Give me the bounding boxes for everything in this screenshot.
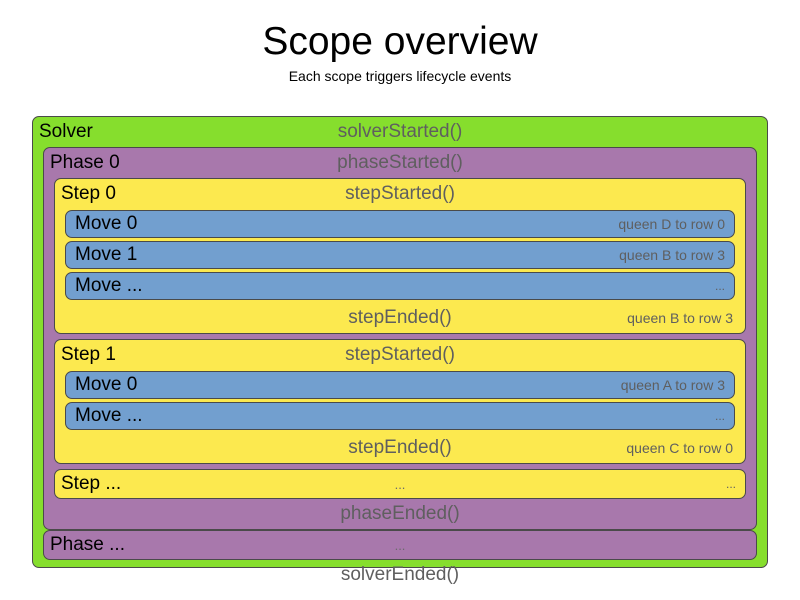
solver-started-event: solverStarted() (337, 121, 463, 142)
step-started-event: stepStarted() (345, 344, 455, 365)
solver-ended-event: solverEnded() (340, 564, 460, 585)
move-scope[interactable]: Move 1 queen B to row 3 (65, 241, 735, 269)
step-started-event: ... (394, 476, 406, 492)
step-scope-1[interactable]: Step 1 stepStarted() Move 0 queen A to r… (54, 339, 746, 464)
phase-scope-0[interactable]: Phase 0 phaseStarted() Step 0 stepStarte… (43, 147, 757, 530)
step-scope-collapsed[interactable]: Step ... ... ... (54, 469, 746, 499)
phase-started-event: ... (394, 537, 406, 553)
move-scope-label: Move 0 (75, 213, 138, 234)
page-subtitle: Each scope triggers lifecycle events (288, 67, 512, 84)
phase-scope-label: Phase 0 (50, 152, 120, 173)
phase-scope-collapsed[interactable]: Phase ... ... (43, 530, 757, 560)
move-scope-label: Move ... (75, 405, 143, 426)
phase-0-footer-row: phaseEnded() (50, 499, 750, 529)
solver-scope-label: Solver (39, 121, 93, 142)
step-0-header-row: Step 0 stepStarted() (61, 179, 739, 209)
step-1-moves-list: Move 0 queen A to row 3 Move ... ... (61, 370, 739, 430)
step-ended-result: ... (725, 477, 736, 491)
step-started-event: stepStarted() (345, 183, 455, 204)
page-header: Scope overview Each scope triggers lifec… (0, 0, 800, 84)
step-0-footer-row: stepEnded() queen B to row 3 (61, 303, 739, 333)
page-title: Scope overview (262, 20, 538, 63)
move-scope-label: Move 1 (75, 244, 138, 265)
phase-started-event: phaseStarted() (337, 152, 463, 173)
move-scope-collapsed[interactable]: Move ... ... (65, 402, 735, 430)
move-detail: ... (714, 279, 725, 293)
step-0-moves-list: Move 0 queen D to row 0 Move 1 queen B t… (61, 209, 739, 300)
move-detail: queen D to row 0 (618, 216, 725, 232)
step-1-footer-row: stepEnded() queen C to row 0 (61, 433, 739, 463)
move-detail: queen A to row 3 (620, 377, 725, 393)
solver-header-row: Solver solverStarted() (39, 117, 761, 147)
step-1-header-row: Step 1 stepStarted() (61, 340, 739, 370)
phase-0-header-row: Phase 0 phaseStarted() (50, 148, 750, 178)
move-scope-label: Move 0 (75, 374, 138, 395)
solver-footer-row: solverEnded() (39, 560, 761, 590)
scope-overview-diagram: Solver solverStarted() Phase 0 phaseStar… (32, 116, 768, 585)
move-detail: ... (714, 409, 725, 423)
step-scope-label: Step 1 (61, 344, 116, 365)
move-scope[interactable]: Move 0 queen A to row 3 (65, 371, 735, 399)
solver-scope[interactable]: Solver solverStarted() Phase 0 phaseStar… (32, 116, 768, 585)
step-ended-result: queen B to row 3 (627, 310, 733, 326)
move-detail: queen B to row 3 (619, 247, 725, 263)
move-scope-collapsed[interactable]: Move ... ... (65, 272, 735, 300)
step-scope-label: Step ... (61, 473, 122, 494)
move-scope-label: Move ... (75, 275, 143, 296)
step-scope-0[interactable]: Step 0 stepStarted() Move 0 queen D to r… (54, 178, 746, 334)
step-scope-label: Step 0 (61, 183, 116, 204)
phase-ended-event: phaseEnded() (340, 503, 460, 524)
phase-scope-label: Phase ... (50, 534, 125, 555)
step-ended-result: queen C to row 0 (626, 440, 733, 456)
move-scope[interactable]: Move 0 queen D to row 0 (65, 210, 735, 238)
